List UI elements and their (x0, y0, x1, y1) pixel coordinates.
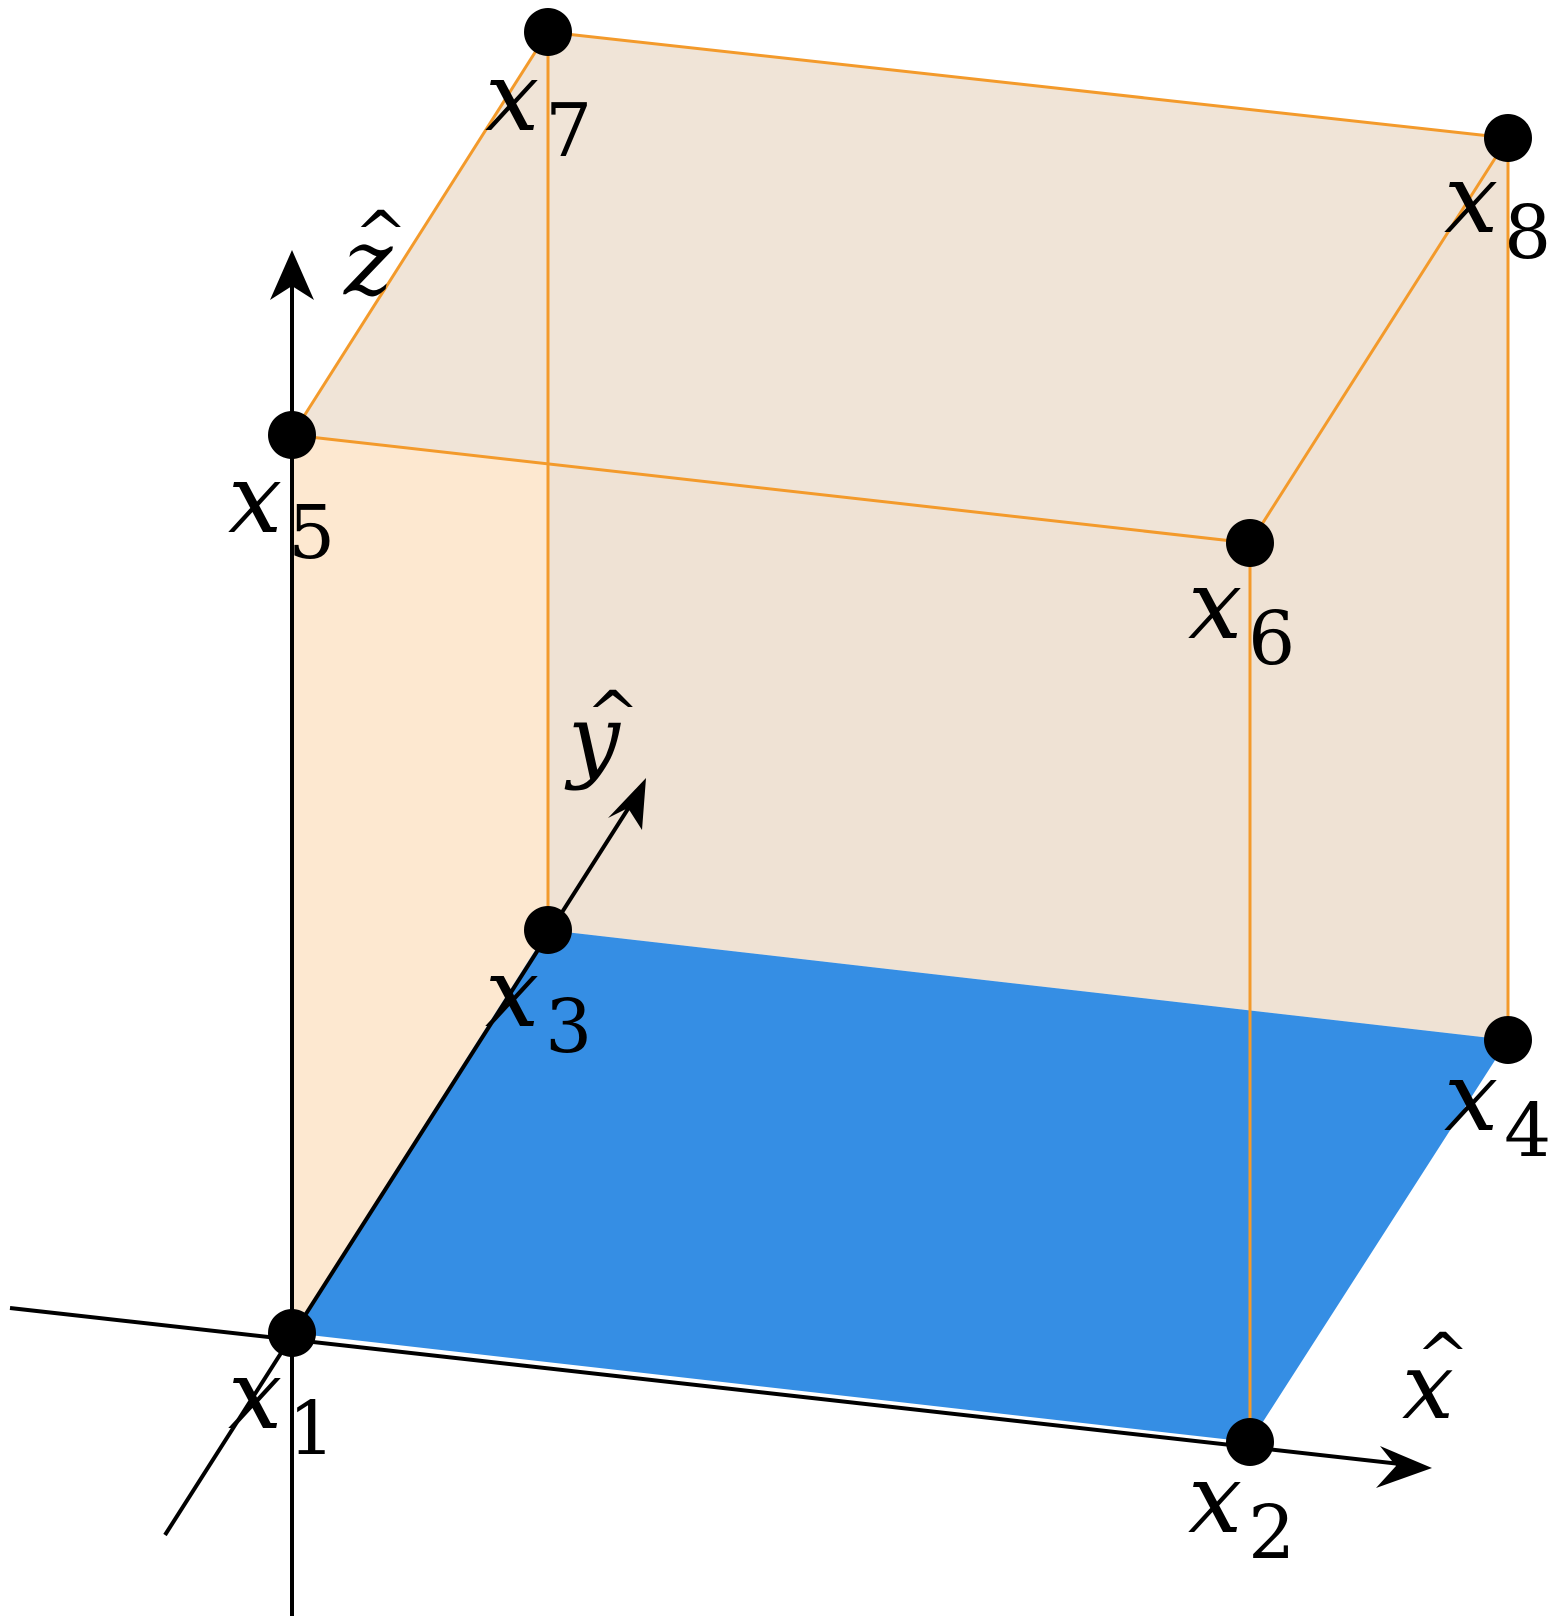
y-axis-label-hat: ^ (586, 678, 640, 752)
vertex-x4-dot (1484, 1016, 1532, 1064)
z-axis-label-hat: ^ (354, 198, 408, 272)
vertex-x8-dot (1484, 114, 1532, 162)
x-axis (9, 1306, 1419, 1468)
vertex-labels: x1 x2 x3 x4 x5 x6 x7 x8 (228, 41, 1551, 1576)
vertex-x6-label: x6 (1188, 549, 1295, 682)
z-axis-label-letter: z (343, 209, 393, 316)
y-axis-label-letter: y (564, 685, 621, 792)
vertex-x1-label: x1 (228, 1339, 335, 1472)
x-axis-label-hat: ^ (1416, 1320, 1470, 1394)
top-face (292, 32, 1508, 543)
vertex-x6-dot (1226, 519, 1274, 567)
z-axis-arrowhead (270, 250, 314, 300)
vertex-x1-dot (268, 1309, 316, 1357)
vertices (268, 8, 1532, 1466)
edge-x6-x8 (1248, 137, 1510, 544)
axes (9, 250, 1432, 1616)
x-axis-label-letter: x (1402, 1333, 1454, 1440)
edge-x7-x8 (547, 30, 1509, 140)
vertex-x5-dot (268, 411, 316, 459)
edge-x5-x7 (290, 31, 550, 436)
vertex-x3-dot (524, 906, 572, 954)
y-axis-arrowhead (608, 778, 646, 830)
vertex-x4-label: x4 (1444, 1041, 1551, 1174)
y-axis-label: y ^ (564, 678, 640, 792)
vertex-x3-label: x3 (485, 937, 592, 1070)
z-axis-label: z ^ (343, 198, 408, 316)
cube-faces (292, 32, 1508, 1442)
edge-x5-x6 (291, 433, 1251, 545)
vertex-x2-label: x2 (1188, 1443, 1295, 1576)
vertex-x8-label: x8 (1444, 143, 1551, 276)
vertex-x7-label: x7 (485, 41, 592, 174)
cube-edges (290, 30, 1510, 1442)
vertex-x7-dot (524, 8, 572, 56)
x-axis-arrowhead (1376, 1446, 1432, 1488)
x-axis-label: x ^ (1402, 1320, 1470, 1440)
vertex-x5-label: x5 (228, 443, 335, 576)
axis-labels: x ^ y ^ z ^ (343, 198, 1470, 1440)
bottom-face (292, 930, 1508, 1442)
vertex-x2-dot (1226, 1418, 1274, 1466)
